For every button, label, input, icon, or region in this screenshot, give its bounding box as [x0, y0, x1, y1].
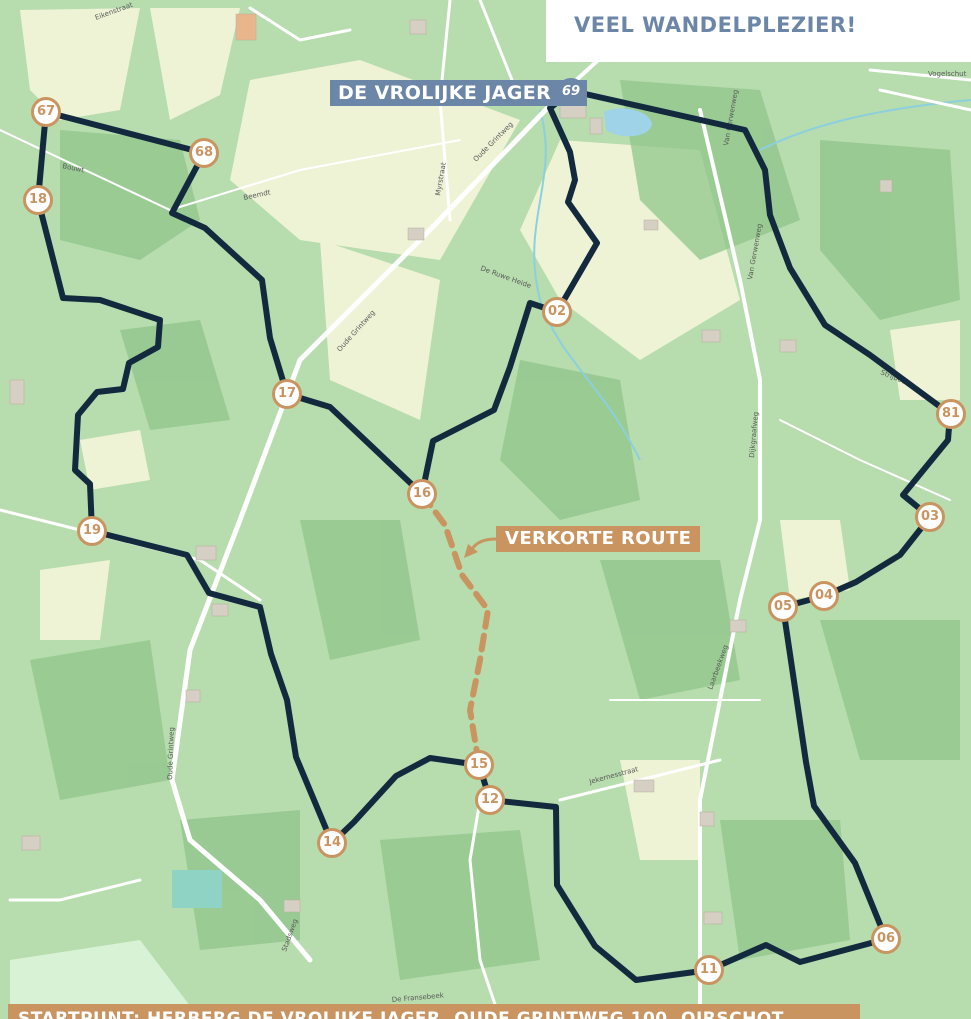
node-11[interactable]: 11	[694, 955, 724, 985]
node-17[interactable]: 17	[272, 379, 302, 409]
node-16[interactable]: 16	[407, 479, 437, 509]
node-03[interactable]: 03	[915, 502, 945, 532]
node-04[interactable]: 04	[809, 581, 839, 611]
node-18[interactable]: 18	[23, 185, 53, 215]
shortcut-callout: VERKORTE ROUTE	[496, 526, 701, 552]
node-15[interactable]: 15	[464, 750, 494, 780]
road-label: Vogelschut	[928, 70, 967, 78]
node-06[interactable]: 06	[871, 924, 901, 954]
node-05[interactable]: 05	[768, 592, 798, 622]
node-67[interactable]: 67	[31, 97, 61, 127]
water	[172, 99, 971, 908]
start-point-label: DE VROLIJKE JAGER	[330, 80, 588, 106]
node-12[interactable]: 12	[475, 785, 505, 815]
node-81[interactable]: 81	[936, 399, 966, 429]
start-address-banner: STARTPUNT: HERBERG DE VROLIJKE JAGER, OU…	[8, 1004, 860, 1019]
callout-arrowhead-icon	[464, 544, 478, 558]
road-label: Dijkgraafweg	[748, 412, 760, 459]
node-14[interactable]: 14	[317, 828, 347, 858]
main-route	[35, 88, 953, 983]
meadow	[10, 940, 200, 1019]
node-68[interactable]: 68	[189, 138, 219, 168]
start-node-69[interactable]: 69	[557, 78, 585, 106]
shortcut-route	[419, 491, 492, 768]
tagline-banner: VEEL WANDELPLEZIER!	[546, 0, 971, 62]
road-label: Oude Grintweg	[166, 727, 176, 780]
node-02[interactable]: 02	[542, 297, 572, 327]
buildings	[9, 13, 893, 925]
node-19[interactable]: 19	[77, 516, 107, 546]
fields	[20, 8, 960, 860]
